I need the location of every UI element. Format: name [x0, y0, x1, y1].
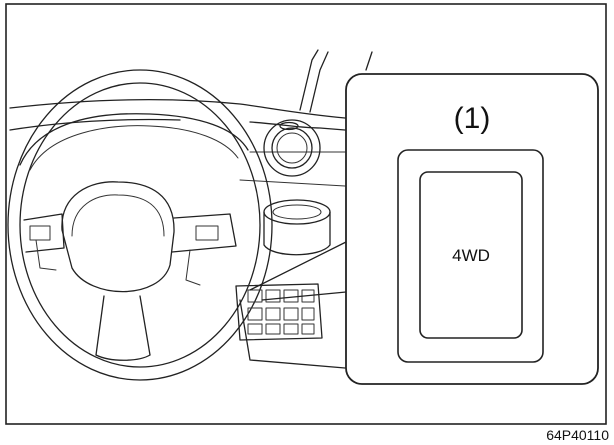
switch-callout	[345, 73, 599, 385]
windshield-pillar	[299, 49, 373, 113]
callout-leader-lines	[249, 241, 347, 301]
callout-label: (1)	[454, 102, 491, 135]
dashboard-switch-panel	[235, 283, 323, 341]
steering-wheel	[7, 69, 273, 381]
dashboard-outline	[9, 98, 346, 369]
switch-label-4wd: 4WD	[452, 246, 490, 265]
figure-code: 64P40110	[546, 427, 609, 443]
cup-holder	[263, 199, 331, 256]
air-vent-round	[263, 119, 321, 177]
